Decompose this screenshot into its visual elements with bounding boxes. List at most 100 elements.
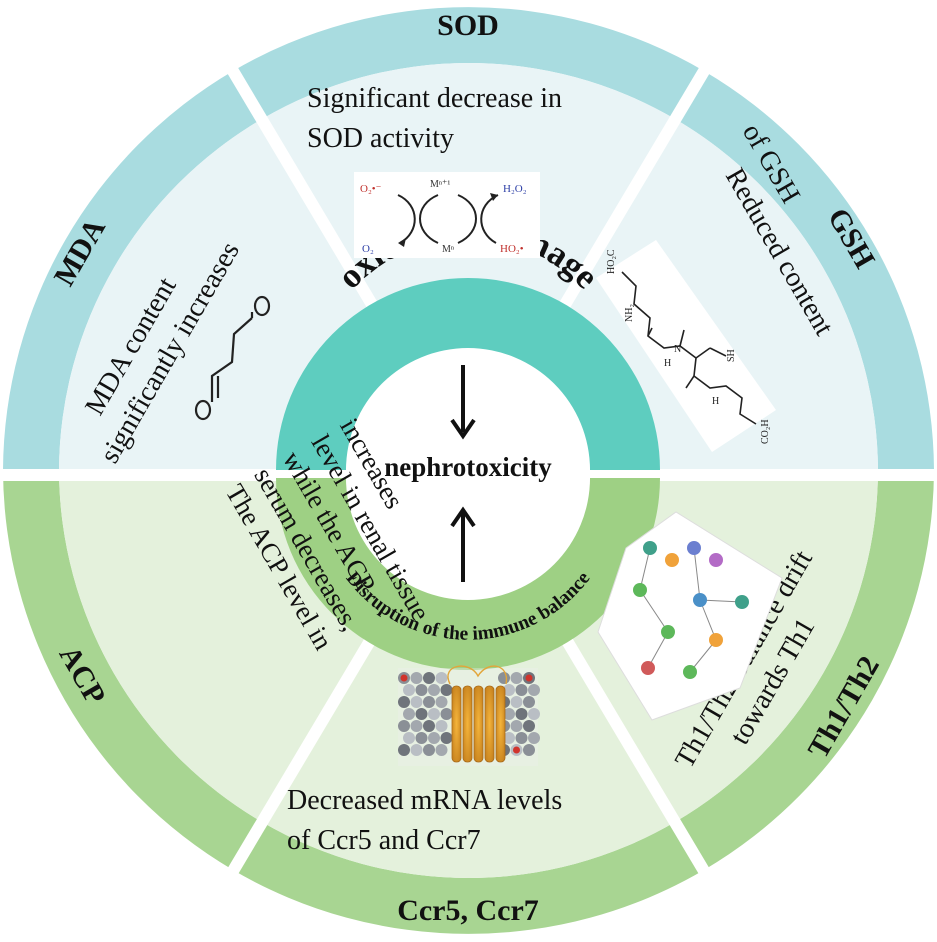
sod-ho2-radical: HO₂• bbox=[500, 243, 524, 255]
membrane-receptor-icon bbox=[398, 665, 540, 766]
ccr-line-2: of Ccr5 and Ccr7 bbox=[287, 825, 481, 856]
pathway-link bbox=[639, 589, 669, 633]
immune-cell-dot bbox=[709, 553, 723, 567]
lipid-bead bbox=[528, 684, 540, 696]
lipid-bead bbox=[398, 720, 410, 732]
lipid-bead bbox=[403, 708, 415, 720]
ccr-description: Decreased mRNA levels of Ccr5 and Ccr7 bbox=[287, 785, 569, 856]
receptor-helix bbox=[451, 685, 462, 763]
sod-h2o2: H₂O₂ bbox=[503, 183, 527, 195]
immune-cell-dot bbox=[693, 593, 707, 607]
lipid-bead bbox=[410, 672, 423, 684]
divider-sod-gsh bbox=[551, 62, 713, 322]
immune-cell-dot bbox=[633, 583, 647, 597]
segment-dividers bbox=[0, 62, 937, 880]
immune-cell-dot bbox=[665, 553, 679, 567]
immune-cell-dot bbox=[641, 661, 655, 675]
core-circle bbox=[346, 352, 590, 596]
lipid-bead bbox=[528, 708, 540, 720]
sod-metal-oxidized: Mⁿ⁺¹ bbox=[430, 179, 450, 190]
core-label: nephrotoxicity bbox=[384, 452, 552, 482]
gsh-thiol: SH bbox=[726, 349, 737, 362]
lipid-bead bbox=[435, 672, 448, 684]
lipid-bead bbox=[515, 732, 528, 744]
immune-cell-dot bbox=[643, 541, 657, 555]
headgroup-dot bbox=[525, 674, 533, 682]
ccr-band-label: Ccr5, Ccr7 bbox=[397, 894, 539, 927]
lipid-bead bbox=[415, 708, 428, 720]
lipid-bead bbox=[523, 744, 535, 756]
pathway-link bbox=[693, 547, 701, 601]
immune-cell-dot bbox=[683, 665, 697, 679]
lipid-bead bbox=[440, 732, 453, 744]
divider-acp-ccr bbox=[224, 620, 386, 880]
lipid-bead bbox=[428, 732, 440, 744]
gsh-carboxyl-1: HO₂C bbox=[606, 249, 617, 274]
immune-balance-ring bbox=[276, 478, 660, 670]
lipid-bead bbox=[498, 672, 510, 684]
gsh-nh-2: N bbox=[674, 344, 681, 355]
gsh-carboxyl-2: CO₂H bbox=[760, 419, 771, 444]
immune-cell-dot bbox=[735, 595, 749, 609]
lipid-bead bbox=[410, 696, 423, 708]
divider-ccr-th bbox=[551, 620, 713, 880]
lipid-bead bbox=[510, 720, 523, 732]
pathway-link bbox=[699, 599, 743, 603]
lipid-bead bbox=[423, 696, 435, 708]
ccr-line-1: Decreased mRNA levels bbox=[287, 785, 562, 816]
lipid-bead bbox=[503, 684, 515, 696]
sod-line-2: SOD activity bbox=[307, 123, 454, 154]
lipid-bead bbox=[423, 672, 435, 684]
lipid-bead bbox=[415, 684, 428, 696]
gsh-structure-icon: HO₂C NH₂ H N SH H CO₂H bbox=[596, 240, 776, 452]
lipid-bead bbox=[435, 744, 448, 756]
lipid-bead bbox=[515, 684, 528, 696]
gsh-nh-1: H bbox=[664, 358, 671, 369]
lipid-bead bbox=[403, 684, 415, 696]
lipid-bead bbox=[503, 708, 515, 720]
sod-metal-reduced: Mⁿ bbox=[442, 244, 454, 255]
lipid-bead bbox=[503, 732, 515, 744]
headgroup-dot bbox=[400, 674, 408, 682]
mda-band bbox=[3, 71, 262, 470]
lipid-bead bbox=[435, 696, 448, 708]
lipid-bead bbox=[440, 684, 453, 696]
sod-catalytic-cycle-icon: O₂•⁻ Mⁿ⁺¹ H₂O₂ O₂ Mⁿ HO₂• bbox=[354, 172, 540, 258]
sod-description: Significant decrease in SOD activity bbox=[307, 83, 569, 154]
lipid-bead bbox=[403, 732, 415, 744]
receptor-helix bbox=[473, 685, 484, 763]
receptor-helix bbox=[495, 685, 506, 763]
receptor-helix bbox=[462, 685, 473, 763]
th-pathway-icon bbox=[597, 511, 783, 721]
mda-structure-icon bbox=[194, 295, 271, 421]
lipid-bead bbox=[410, 744, 423, 756]
acp-band bbox=[3, 470, 262, 870]
up-arrow-icon bbox=[450, 506, 476, 582]
gsh-panel bbox=[560, 119, 878, 470]
headgroup-dot bbox=[513, 746, 520, 754]
immune-cell-dot bbox=[687, 541, 701, 555]
sod-band-label: SOD bbox=[437, 9, 499, 42]
lipid-bead bbox=[440, 708, 453, 720]
receptor-loop bbox=[447, 665, 508, 685]
lipid-bead bbox=[510, 696, 523, 708]
pathway-link bbox=[639, 547, 651, 591]
lipid-bead bbox=[415, 732, 428, 744]
lipid-bead bbox=[423, 744, 435, 756]
lipid-bead bbox=[515, 708, 528, 720]
lipid-bead bbox=[523, 696, 535, 708]
th-band bbox=[675, 470, 934, 870]
lipid-bead bbox=[423, 720, 435, 732]
gsh-nh-3: H bbox=[712, 396, 719, 407]
gsh-amine: NH₂ bbox=[624, 304, 635, 322]
sod-o2: O₂ bbox=[362, 243, 374, 255]
down-arrow-icon bbox=[450, 365, 476, 440]
receptor-helix bbox=[484, 685, 495, 763]
pathway-link bbox=[699, 599, 717, 641]
immune-cell-dot bbox=[709, 633, 723, 647]
lipid-bead bbox=[428, 708, 440, 720]
lipid-bead bbox=[398, 744, 410, 756]
sod-line-1: Significant decrease in bbox=[307, 83, 562, 114]
